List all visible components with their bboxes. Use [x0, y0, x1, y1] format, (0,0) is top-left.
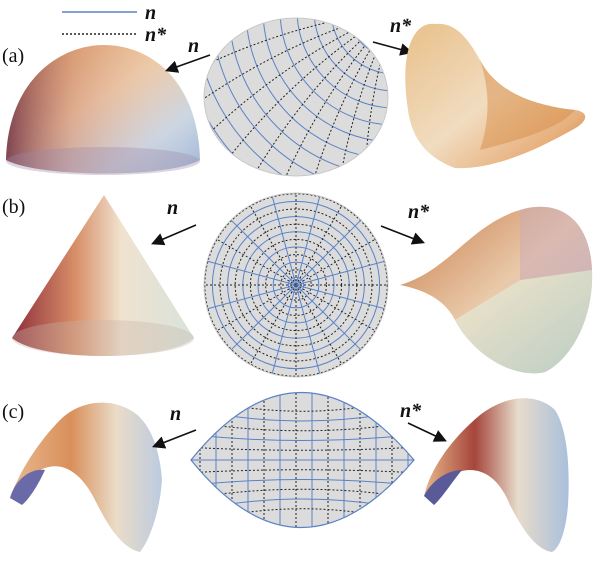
- domain-disk-b: [204, 193, 388, 377]
- arrow-a-nstar: [372, 41, 414, 56]
- grid-b-spoke: [295, 259, 388, 286]
- grid-b-spoke: [295, 284, 322, 377]
- legend-solid-label: n: [145, 2, 156, 24]
- grid-b-spoke: [270, 284, 297, 377]
- grid-b-ring: [272, 261, 320, 309]
- panel-b: (b) n n*: [2, 192, 593, 378]
- arch-surface-left: [10, 402, 162, 552]
- grid-b-ring: [204, 193, 388, 377]
- arch-surface-right: [424, 398, 569, 552]
- arrow-c-n: [152, 429, 197, 449]
- arrow-c-nstar-label: n*: [400, 400, 422, 422]
- grid-b-spoke: [228, 217, 297, 286]
- legend: n n*: [62, 2, 167, 46]
- arrow-b-nstar: [380, 225, 425, 245]
- grid-b-spoke: [295, 217, 364, 286]
- arrow-a-n-label: n: [188, 35, 199, 57]
- grid-b-spoke: [295, 193, 322, 286]
- panel-c: (c) n n*: [2, 391, 569, 552]
- grid-c-horizontal: [191, 446, 414, 451]
- cone-surface: [12, 195, 194, 356]
- grid-b-spoke: [204, 259, 297, 286]
- panel-b-label: (b): [2, 196, 25, 218]
- arrow-b-n: [151, 224, 197, 246]
- panel-a-label: (a): [2, 45, 24, 67]
- grid-b-spoke: [270, 193, 297, 286]
- hemisphere-surface: [6, 45, 200, 175]
- grid-c-horizontal: [191, 433, 414, 441]
- arrow-c-nstar: [407, 422, 447, 442]
- panel-c-label: (c): [2, 401, 24, 423]
- grid-b-ring: [211, 200, 381, 370]
- grid-c-horizontal: [191, 479, 414, 487]
- domain-lens-c: [191, 392, 414, 528]
- grid-b-spoke: [295, 284, 364, 353]
- arrow-b-nstar-label: n*: [408, 201, 430, 223]
- legend-dashed-label: n*: [145, 24, 167, 46]
- grid-b-ring: [265, 254, 327, 316]
- grid-a-dashed-curve: [75, 0, 395, 10]
- arrow-c-n-label: n: [170, 403, 181, 425]
- grid-b-spoke: [204, 284, 297, 311]
- warped-surface-a: [405, 23, 586, 169]
- grid-b-spoke: [228, 284, 297, 353]
- saddle-surface-b: [400, 206, 593, 374]
- grid-a-dashed-curve: [81, 0, 395, 10]
- grid-c-horizontal: [191, 469, 414, 474]
- grid-b-ring: [287, 276, 305, 294]
- arrow-a-nstar-label: n*: [390, 15, 412, 37]
- arrow-b-n-label: n: [167, 197, 178, 219]
- arrow-a-n: [164, 54, 211, 73]
- grid-b-spoke: [295, 284, 388, 311]
- grid-b-ring: [280, 269, 312, 301]
